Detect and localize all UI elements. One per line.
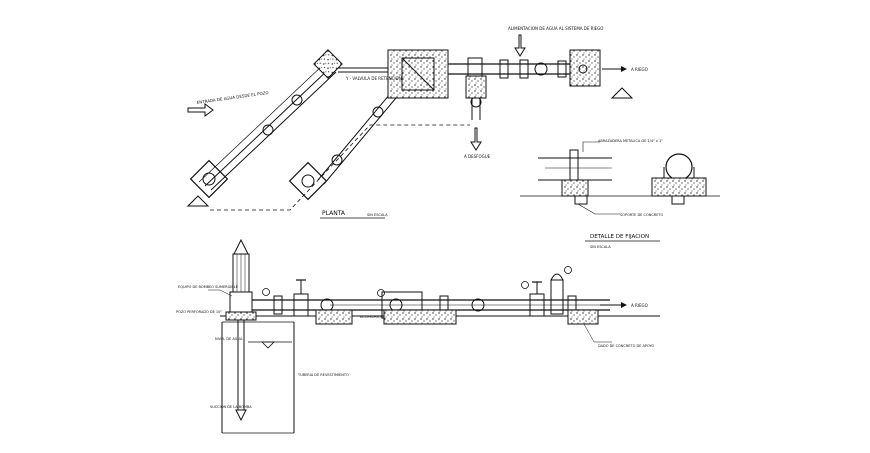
- level-triangle-icon: [186, 195, 210, 207]
- elevation-casing-note: TUBERIA DE REVESTIMIENTO: [297, 373, 349, 377]
- fixation-scale: SIN ESCALA: [590, 245, 611, 249]
- support-block: [383, 309, 457, 325]
- arrow-down-icon: [514, 34, 526, 57]
- section-marker-icon: [521, 281, 529, 289]
- level-triangle-icon: [610, 87, 634, 99]
- arrow-right-icon: [187, 103, 214, 117]
- support-block: [315, 309, 353, 325]
- plan-title: PLANTA: [322, 210, 346, 217]
- elevation-pump-note: EQUIPO DE BOMBEO SUMERGIBLE: [178, 285, 238, 289]
- plan-valve-box: [387, 49, 449, 99]
- plan-dashed-outline: [210, 124, 470, 211]
- support-block: [567, 309, 599, 325]
- elevation-support-note: DADO DE CONCRETO DE APOYO: [598, 344, 655, 348]
- elevation-view: EQUIPO DE BOMBEO SUMERGIBLE POZO PERFORA…: [176, 238, 660, 434]
- elevation-accessory-label: ACCESORIOS: [360, 315, 384, 319]
- plan-scale: SIN ESCALA: [367, 213, 388, 217]
- plan-base-pad-middle: [288, 161, 328, 201]
- section-marker-icon: [262, 288, 270, 296]
- plan-inlet-note: ENTRADA DE AGUA DESDE EL POZO: [196, 90, 268, 105]
- fixation-title: DETALLE DE FIJACION: [590, 234, 649, 240]
- plan-main-header-pipe: [338, 49, 601, 87]
- arrow-down-icon: [470, 127, 482, 151]
- well-casing: [221, 321, 295, 434]
- fixation-detail: ABRAZADERA METALICA DE 1/4" x 1" SOPORTE…: [520, 139, 720, 249]
- fixation-clamp-note: ABRAZADERA METALICA DE 1/4" x 1": [598, 139, 663, 143]
- elevation-intake-note: SUCCION DE LA BOMBA: [210, 405, 252, 409]
- plan-middle-branch-pipe: [317, 87, 402, 185]
- plan-outlet-right: A RIEGO: [631, 67, 648, 72]
- plan-base-pad-left: [189, 159, 229, 199]
- plan-top-arrow-note: ALIMENTACION DE AGUA AL SISTEMA DE RIEGO: [508, 26, 603, 31]
- pump-column: [225, 238, 257, 422]
- elevation-water-level: NIVEL DE AGUA: [215, 337, 243, 341]
- plan-drain-branch: [465, 75, 487, 120]
- fixation-support-note: SOPORTE DE CONCRETO: [620, 213, 664, 217]
- level-triangle-icon: [261, 341, 275, 349]
- section-marker-icon: [377, 289, 385, 297]
- plan-left-branch-pipe: [198, 49, 343, 191]
- elevation-outlet: A RIEGO: [631, 303, 648, 308]
- plan-wye-note: Y - VALVULA DE RETENCION: [345, 76, 402, 81]
- elevation-well-note: POZO PERFORADO DE 10": [176, 310, 222, 314]
- plan-outlet-down: A DESFOGUE: [464, 154, 491, 159]
- plan-view: ENTRADA DE AGUA DESDE EL POZO Y - VALVUL…: [186, 26, 648, 219]
- section-marker-icon: [564, 266, 572, 274]
